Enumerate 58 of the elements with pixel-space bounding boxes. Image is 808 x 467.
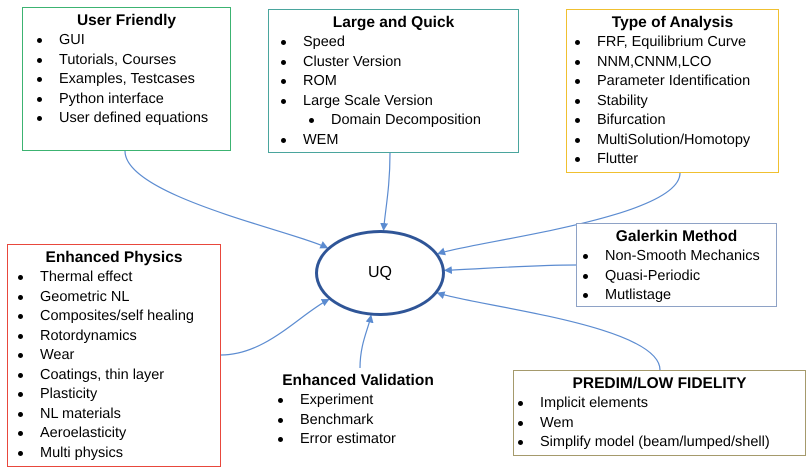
list-item: Geometric NL	[40, 288, 130, 306]
list-item: GUI	[59, 31, 85, 50]
list-item: Mutlistage	[605, 286, 672, 305]
category-box	[513, 370, 806, 456]
list-item: Bifurcation	[597, 111, 666, 130]
box-heading: Type of Analysis	[612, 13, 734, 33]
ellipse-label: UQ	[368, 263, 392, 283]
list-item: User defined equations	[59, 109, 208, 128]
category-box	[7, 244, 221, 467]
box-heading: PREDIM/LOW FIDELITY	[572, 374, 746, 394]
category-box	[576, 223, 777, 307]
box-heading: Enhanced Validation	[282, 371, 434, 391]
curved-arrow	[359, 314, 374, 368]
list-item: WEM	[303, 130, 338, 150]
list-item: NNM,CNNM,LCO	[597, 52, 712, 72]
box-heading: Large and Quick	[332, 13, 454, 33]
list-item: Simplify model (beam/lumped/shell)	[540, 433, 770, 452]
list-item: ROM	[303, 72, 337, 91]
list-item: Plasticity	[40, 385, 98, 404]
list-item: Non-Smooth Mechanics	[605, 247, 760, 266]
curved-arrow	[444, 264, 576, 274]
curved-arrow	[220, 298, 330, 356]
curved-arrow	[124, 150, 328, 249]
list-item: Error estimator	[300, 430, 396, 449]
list-item: Wear	[40, 346, 74, 365]
list-item: Composites/self healing	[40, 307, 194, 326]
curved-arrow	[436, 290, 661, 370]
list-item: Domain Decomposition	[331, 111, 481, 130]
list-item: Examples, Testcases	[59, 70, 195, 89]
list-item: Coatings, thin layer	[40, 366, 164, 384]
list-item: FRF, Equilibrium Curve	[597, 33, 746, 52]
list-item: Implicit elements	[540, 394, 648, 413]
list-item: Thermal effect	[40, 268, 132, 287]
category-box	[566, 9, 779, 173]
list-item: Parameter Identification	[597, 72, 750, 91]
category-box	[22, 7, 231, 151]
list-item: Rotordynamics	[40, 326, 137, 346]
box-heading: User Friendly	[76, 11, 176, 31]
list-item: Multi physics	[40, 444, 123, 462]
list-item: Cluster Version	[303, 52, 402, 72]
category-box	[268, 9, 519, 153]
box-heading: Enhanced Physics	[46, 248, 182, 268]
box-heading: Galerkin Method	[616, 227, 738, 247]
list-item: Quasi-Periodic	[605, 266, 700, 286]
list-item: Flutter	[597, 150, 638, 169]
curved-arrow	[380, 153, 391, 232]
list-item: Tutorials, Courses	[59, 50, 176, 70]
list-item: Aeroelasticity	[40, 424, 126, 443]
list-item: Speed	[303, 33, 345, 52]
list-item: Wem	[540, 414, 574, 432]
list-item: Large Scale Version	[303, 92, 433, 110]
curved-arrow	[437, 172, 681, 256]
list-item: NL materials	[40, 404, 121, 424]
list-item: MultiSolution/Homotopy	[597, 130, 750, 150]
list-item: Benchmark	[300, 410, 374, 430]
list-item: Stability	[597, 92, 648, 110]
list-item: Python interface	[59, 90, 164, 108]
list-item: Experiment	[300, 391, 374, 410]
